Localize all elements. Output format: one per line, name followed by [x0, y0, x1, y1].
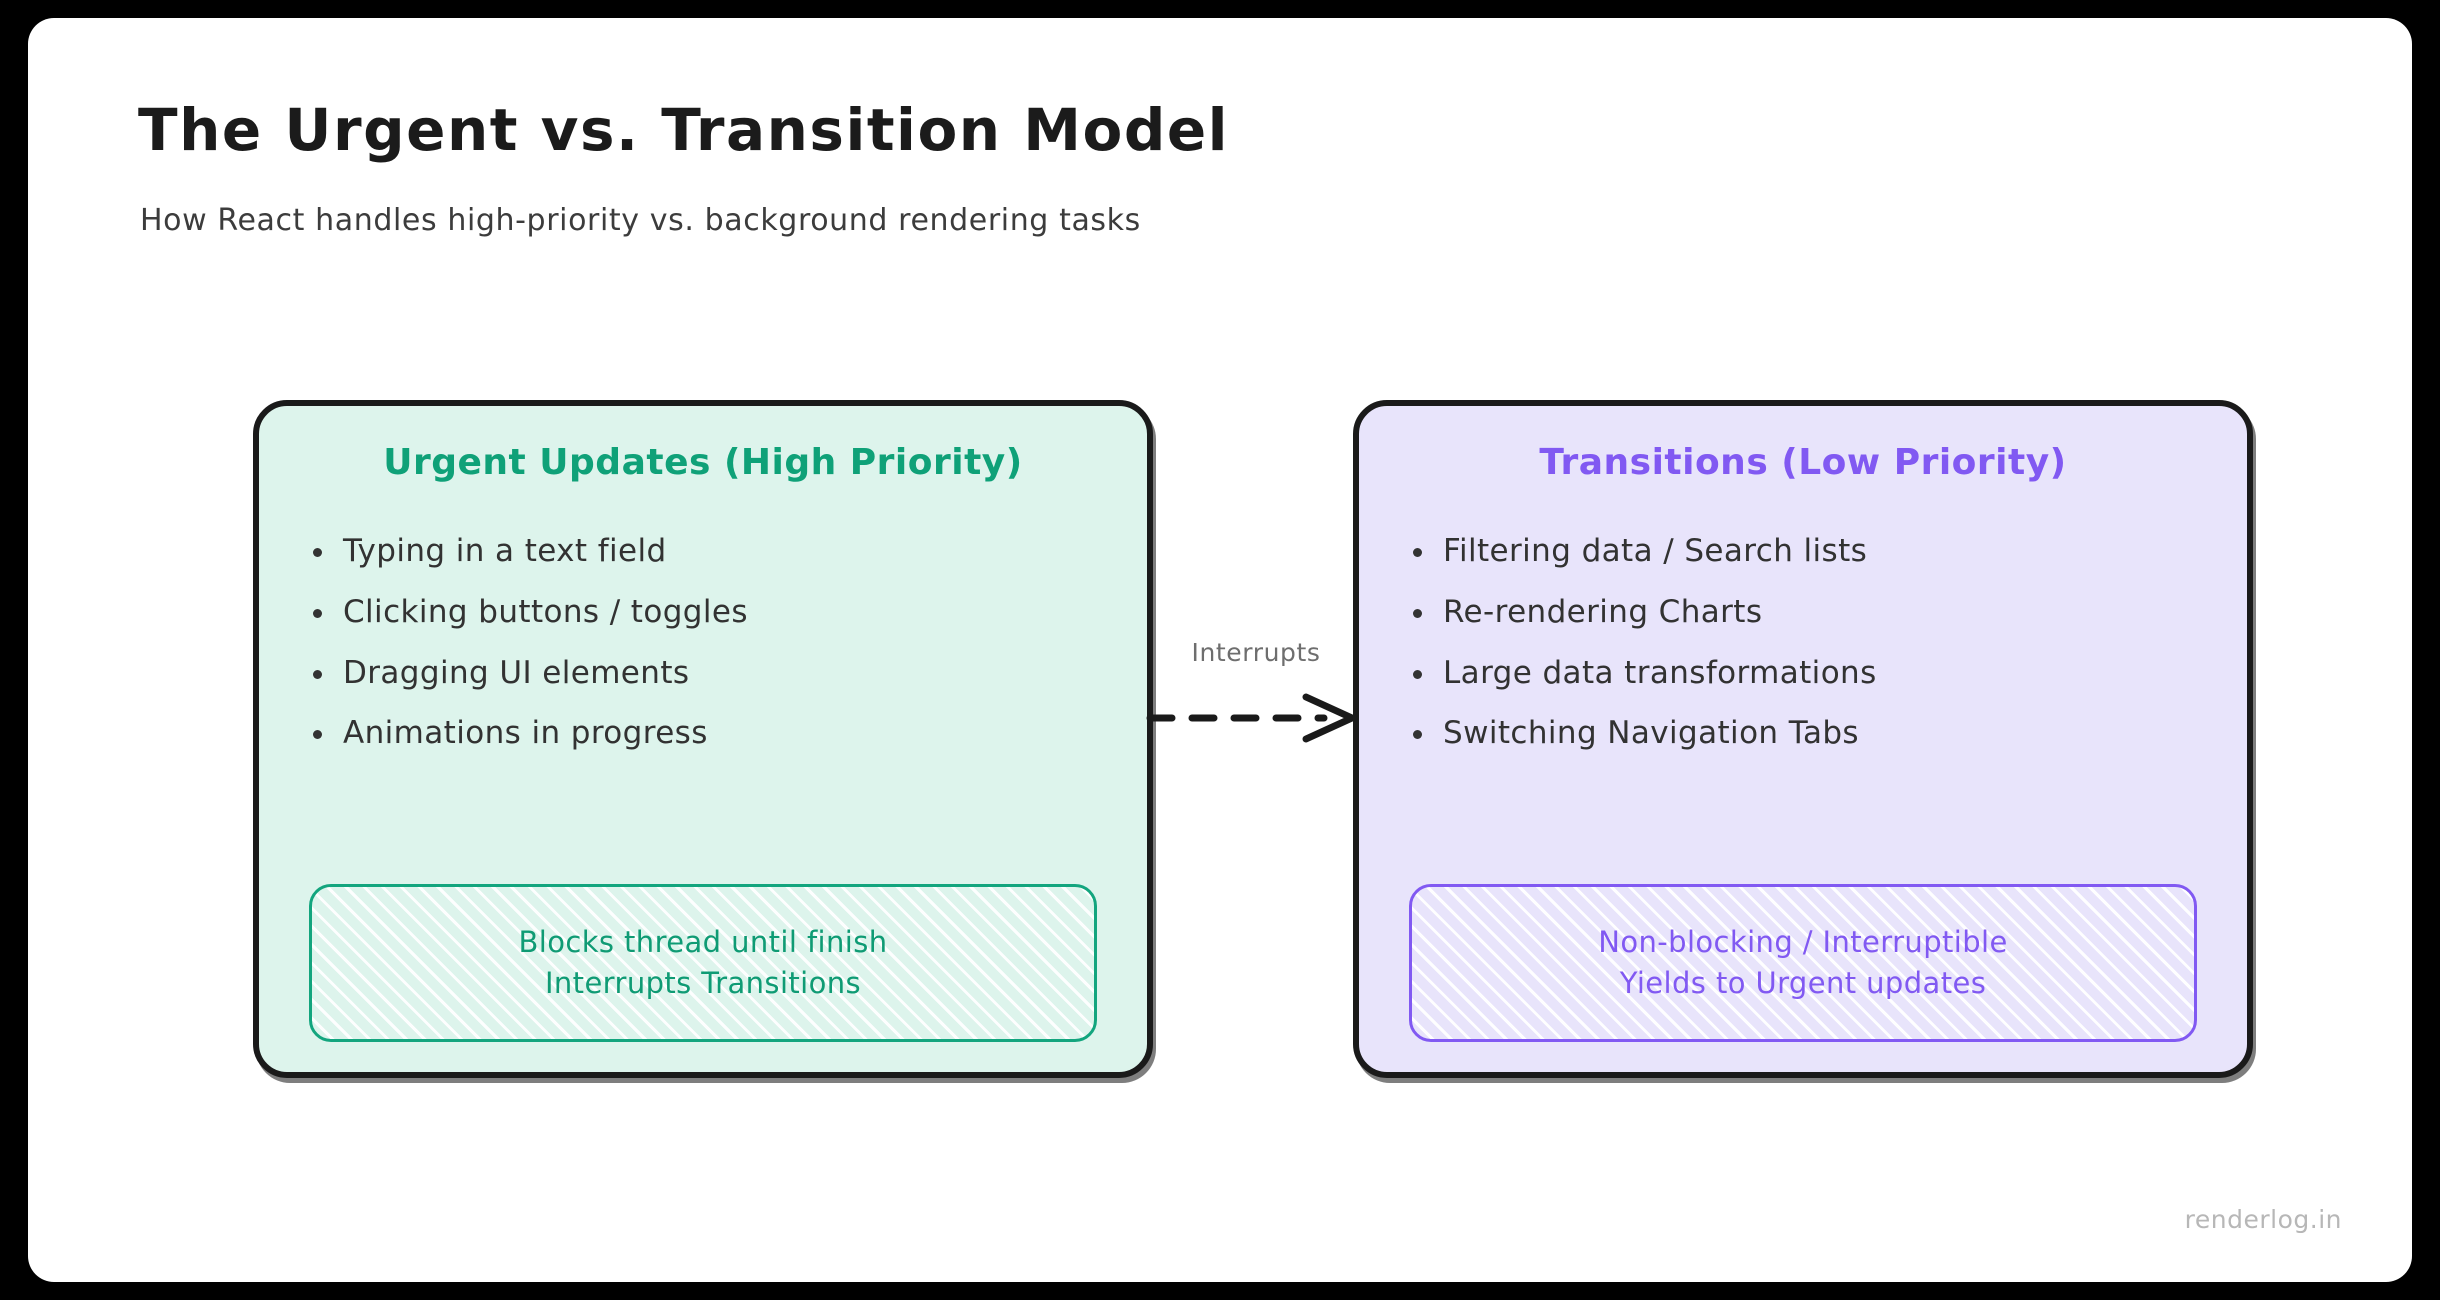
list-item: Large data transformations [1405, 654, 2217, 693]
list-item: Animations in progress [305, 714, 1117, 753]
bullet-dot-icon [313, 608, 322, 618]
list-item: Dragging UI elements [305, 654, 1117, 693]
diagram-canvas: The Urgent vs. Transition Model How Reac… [28, 18, 2412, 1282]
card-transitions: Transitions (Low Priority) Filtering dat… [1353, 400, 2253, 1078]
list-item-label: Switching Navigation Tabs [1443, 715, 1859, 752]
card-urgent-updates: Urgent Updates (High Priority) Typing in… [253, 400, 1153, 1078]
list-item: Filtering data / Search lists [1405, 532, 2217, 571]
list-item-label: Filtering data / Search lists [1443, 533, 1868, 569]
bullet-dot-icon [313, 548, 322, 557]
bullet-dot-icon [1413, 548, 1422, 557]
list-item: Clicking buttons / toggles [305, 593, 1117, 632]
card-title-transitions: Transitions (Low Priority) [1539, 442, 2067, 483]
list-item-label: Dragging UI elements [343, 654, 690, 691]
bullet-list-transitions: Filtering data / Search lists Re-renderi… [1405, 532, 2217, 775]
bullet-dot-icon [313, 669, 322, 679]
list-item-label: Typing in a text field [343, 533, 667, 569]
watermark: renderlog.in [2184, 1205, 2342, 1234]
list-item-label: Large data transformations [1443, 654, 1877, 691]
interrupt-connector: Interrupts [1146, 638, 1366, 778]
list-item-label: Re-rendering Charts [1443, 593, 1763, 630]
page-subtitle: How React handles high-priority vs. back… [140, 203, 1141, 238]
list-item: Re-rendering Charts [1405, 593, 2217, 632]
connector-label: Interrupts [1191, 638, 1321, 667]
list-item: Switching Navigation Tabs [1405, 714, 2217, 753]
note-line: Yields to Urgent updates [1619, 966, 1987, 1000]
list-item-label: Clicking buttons / toggles [343, 593, 748, 630]
note-line: Interrupts Transitions [544, 966, 862, 1000]
card-title-urgent: Urgent Updates (High Priority) [383, 442, 1023, 483]
bullet-list-urgent: Typing in a text field Clicking buttons … [305, 532, 1117, 775]
list-item: Typing in a text field [305, 532, 1117, 571]
bullet-dot-icon [1413, 608, 1422, 618]
page-title: The Urgent vs. Transition Model [138, 96, 1230, 164]
note-box-urgent: Blocks thread until finish Interrupts Tr… [309, 884, 1097, 1042]
bullet-dot-icon [1413, 669, 1422, 679]
list-item-label: Animations in progress [343, 715, 708, 752]
dashed-arrow-icon [1146, 693, 1356, 743]
note-line: Blocks thread until finish [518, 924, 888, 959]
bullet-dot-icon [313, 730, 322, 740]
bullet-dot-icon [1413, 730, 1422, 740]
note-box-transitions: Non-blocking / Interruptible Yields to U… [1409, 884, 2197, 1042]
note-line: Non-blocking / Interruptible [1598, 924, 2008, 959]
